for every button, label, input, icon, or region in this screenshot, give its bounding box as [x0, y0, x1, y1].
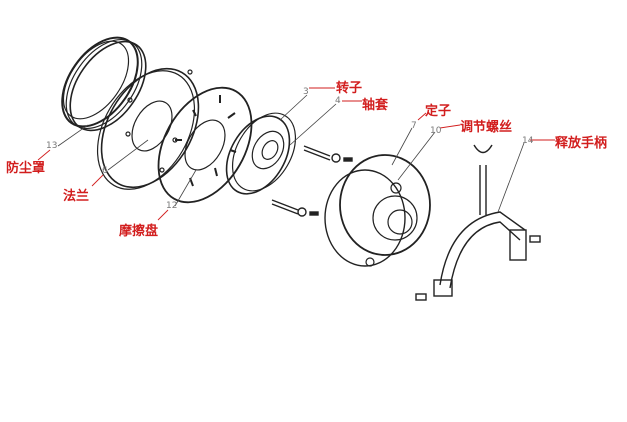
- part-number-7: 7: [411, 121, 417, 131]
- release-handle-drawing: [415, 144, 541, 301]
- stator-drawing: [324, 154, 431, 267]
- label-friction-disc: 摩擦盘: [119, 224, 159, 239]
- label-adjusting-screw: 调节螺丝: [460, 120, 513, 135]
- part-number-12: 12: [166, 201, 178, 211]
- label-stator: 定子: [425, 104, 452, 119]
- part-number-10: 10: [430, 126, 442, 136]
- part-number-13: 13: [46, 141, 58, 151]
- part-number-14: 14: [522, 136, 534, 146]
- label-bushing: 轴套: [362, 98, 389, 113]
- part-number-3: 3: [303, 87, 309, 97]
- leader-lines: [57, 94, 525, 213]
- label-release-handle: 释放手柄: [555, 136, 608, 151]
- label-flange: 法兰: [63, 189, 90, 204]
- label-dust-cover: 防尘罩: [6, 161, 46, 176]
- part-number-6: 6: [102, 166, 108, 176]
- label-rotor: 转子: [336, 81, 363, 96]
- flange-drawing: [96, 67, 200, 190]
- label-leaders: [37, 87, 555, 221]
- bolts-drawing: [271, 145, 353, 217]
- friction-disc-drawing: [157, 86, 253, 204]
- part-number-4: 4: [335, 96, 341, 106]
- dust-cover-drawing: [61, 36, 147, 132]
